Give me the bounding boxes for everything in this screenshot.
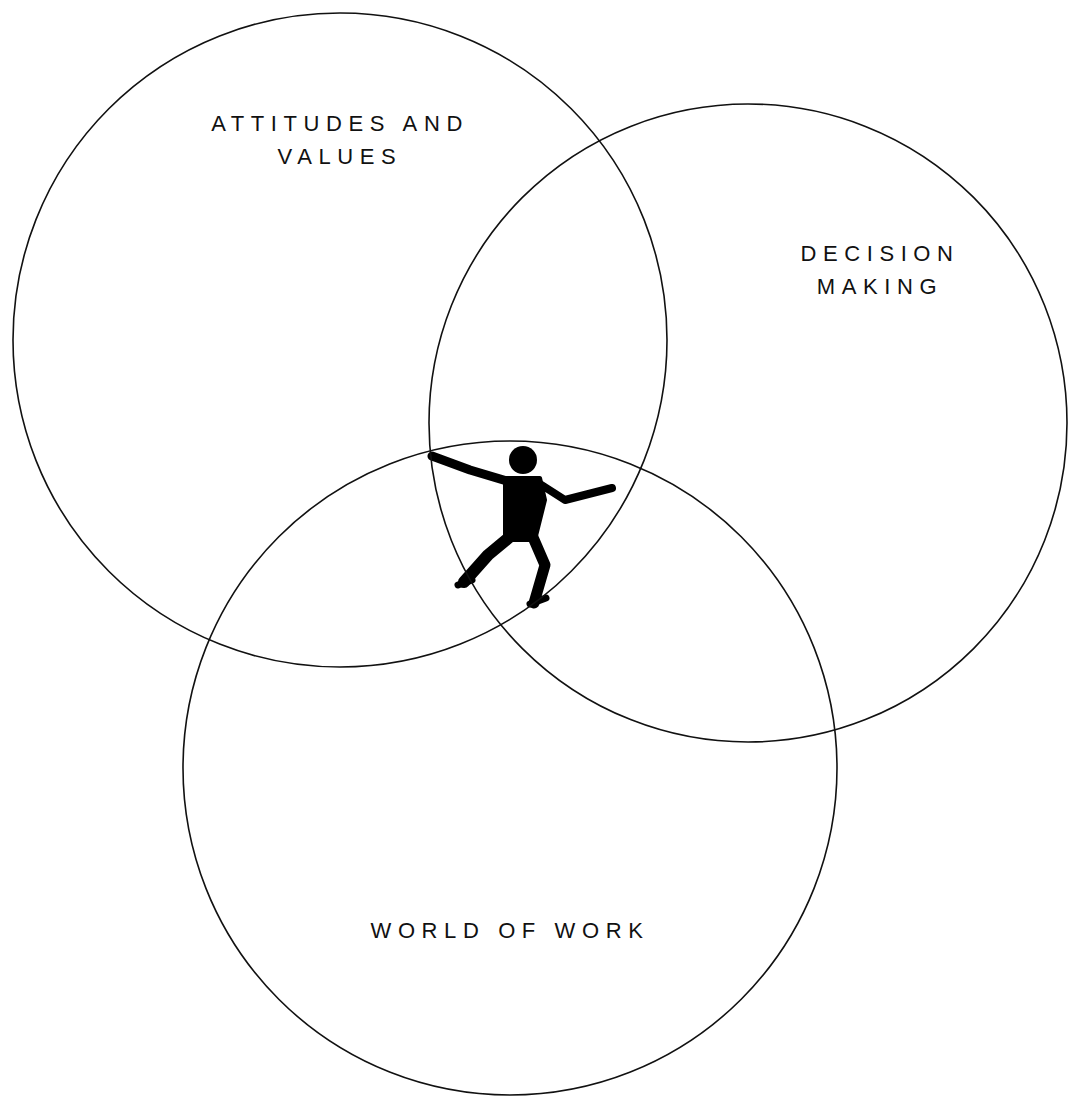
circle-outline	[182, 440, 838, 1096]
circle-label: WORLD OF WORK	[371, 914, 650, 947]
circle-label: DECISION MAKING	[786, 237, 974, 303]
circle-outline	[12, 12, 668, 668]
venn-circle: DECISION MAKING	[428, 103, 1068, 743]
figure-arm	[540, 484, 612, 500]
figure-arm	[432, 456, 510, 482]
circle-label: ATTITUDES AND VALUES	[176, 107, 504, 173]
circle-outline	[428, 103, 1068, 743]
figure-foot	[458, 580, 472, 585]
figure-foot	[530, 598, 546, 604]
circle-outline	[183, 441, 837, 1095]
figure-head	[509, 446, 537, 474]
circle-outline	[13, 13, 667, 667]
figure-leg	[532, 535, 545, 603]
figure-leg	[464, 535, 512, 582]
venn-circle: ATTITUDES AND VALUES	[12, 12, 668, 668]
venn-circle: WORLD OF WORK	[182, 440, 838, 1096]
circle-outline	[429, 104, 1067, 742]
